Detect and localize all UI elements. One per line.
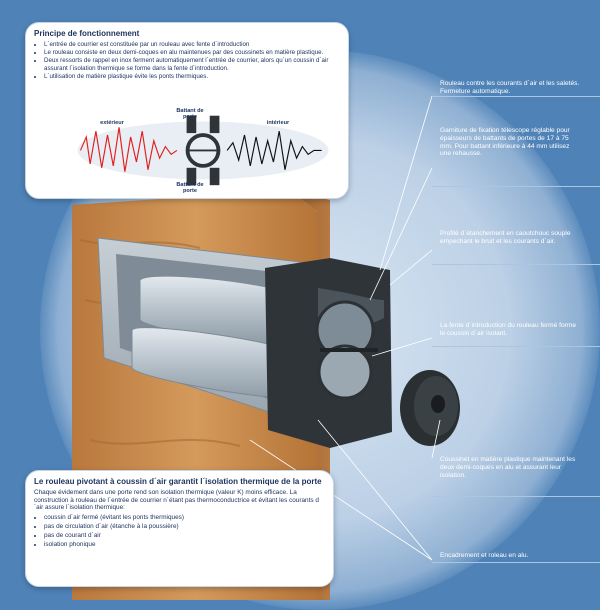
interior-wave xyxy=(226,131,322,170)
list-item: L´entrée de courrier est constituée par … xyxy=(44,41,348,48)
list-item: Deux ressorts de rappel en inox ferment … xyxy=(44,57,348,71)
divider xyxy=(432,186,600,187)
exterior-label: extérieur xyxy=(100,120,124,126)
door-leaf-label-bottom: Battant de porte xyxy=(176,182,204,194)
panel-title: Principe de fonctionnement xyxy=(34,29,140,38)
list-item: pas de courant d´air xyxy=(44,531,333,540)
plastic-bearing xyxy=(400,370,460,446)
divider xyxy=(432,96,600,97)
list-item: isolation phonique xyxy=(44,540,333,549)
benefit-list: coussin d´air fermé (évitant les ponts t… xyxy=(26,513,333,549)
divider xyxy=(432,264,600,265)
principle-list: L´entrée de courrier est constituée par … xyxy=(26,41,348,80)
callout-rubber-seal: Profilé d´étanchement en caoutchouc soup… xyxy=(440,230,571,245)
sound-wave-diagram xyxy=(77,115,329,186)
panel-title: Le rouleau pivotant à coussin d´air gara… xyxy=(34,477,322,486)
divider xyxy=(432,496,600,497)
interior-label: intérieur xyxy=(266,120,290,126)
callout-aluminium-frame: Encadrement et roleau en alu. xyxy=(440,552,529,559)
callout-lines xyxy=(249,95,441,561)
thermal-insulation-panel: Le rouleau pivotant à coussin d´air gara… xyxy=(25,470,334,587)
list-item: Le rouleau consiste en deux demi-coques … xyxy=(44,49,348,56)
list-item: coussin d´air fermé (évitant les ponts t… xyxy=(44,513,333,522)
panel-intro: Chaque évidement dans une porte rend son… xyxy=(34,489,319,512)
door-leaf-label-top: Battant de porte xyxy=(176,108,204,120)
list-item: pas de circulation d´air (étanche à la p… xyxy=(44,522,333,531)
divider xyxy=(432,346,600,347)
divider xyxy=(432,562,600,563)
interior-housing xyxy=(265,258,392,448)
door-leaf-section xyxy=(185,115,221,186)
callout-air-cushion: La fente d´introduction du rouleau fermé… xyxy=(440,322,576,337)
exterior-wave xyxy=(79,127,178,172)
list-item: L´utilisation de matière plastique évite… xyxy=(44,73,348,80)
callout-telescopic-mount: Garniture de fixation télescope réglable… xyxy=(440,127,570,158)
callout-plastic-bearing: Coussinet en matière plastique maintenan… xyxy=(440,456,576,479)
callout-roller: Rouleau contre les courants d´air et les… xyxy=(440,80,580,95)
